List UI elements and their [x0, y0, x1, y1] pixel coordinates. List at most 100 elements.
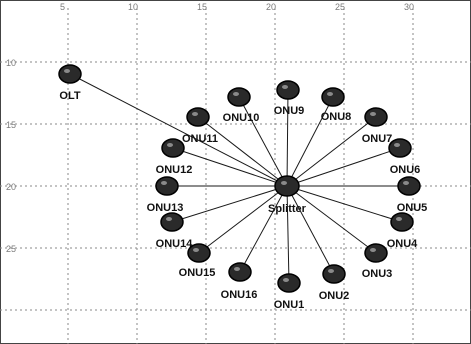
link-onu6-splitter: [286, 147, 401, 187]
onu-label: ONU14: [156, 238, 194, 250]
node-highlight: [161, 181, 167, 185]
link-onu2-splitter: [286, 185, 335, 275]
onu-label: ONU8: [321, 111, 352, 123]
node-highlight: [396, 217, 402, 221]
node-onu15[interactable]: ONU15: [179, 243, 216, 279]
ruler-top-tick: 20: [266, 2, 276, 12]
ruler-left-tick: 20: [6, 182, 16, 192]
node-onu9[interactable]: ONU9: [274, 80, 305, 117]
link-onu14-splitter: [171, 185, 288, 223]
node-highlight: [166, 217, 172, 221]
node-onu5[interactable]: ONU5: [397, 176, 428, 214]
onu-node-icon[interactable]: [321, 87, 345, 107]
node-highlight: [283, 278, 289, 282]
link-onu12-splitter: [172, 147, 288, 187]
onu-label: ONU4: [387, 238, 418, 250]
node-highlight: [281, 181, 287, 185]
node-onu7[interactable]: ONU7: [362, 107, 393, 145]
onu-label: ONU3: [362, 268, 393, 280]
node-splitter[interactable]: Splitter: [268, 175, 307, 215]
onu-label: ONU15: [179, 267, 216, 279]
nodes: OLT Splitter ONU1 ONU2 ONU3 ONU4 ONU5: [58, 64, 428, 311]
onu-node-icon[interactable]: [155, 176, 179, 196]
node-onu10[interactable]: ONU10: [223, 87, 260, 124]
onu-label: ONU7: [362, 133, 393, 145]
splitter-label: Splitter: [268, 203, 307, 215]
node-onu12[interactable]: ONU12: [156, 138, 193, 176]
onu-node-icon[interactable]: [160, 212, 184, 232]
onu-label: ONU5: [397, 202, 428, 214]
node-highlight: [403, 181, 409, 185]
node-highlight: [394, 143, 400, 147]
splitter-node-icon[interactable]: [274, 175, 300, 197]
onu-label: ONU1: [274, 299, 305, 311]
onu-label: ONU13: [147, 202, 184, 214]
onu-node-icon[interactable]: [276, 80, 300, 100]
ruler-top-tick: 30: [404, 2, 414, 12]
ruler-top-tick: 5: [60, 2, 65, 12]
onu-node-icon[interactable]: [186, 107, 210, 127]
onu-label: ONU10: [223, 112, 260, 124]
onu-label: ONU11: [182, 133, 218, 145]
link-onu1-splitter: [286, 185, 290, 284]
node-onu11[interactable]: ONU11: [182, 107, 218, 145]
node-onu13[interactable]: ONU13: [147, 176, 184, 214]
link-onu15-splitter: [198, 185, 288, 254]
onu-node-icon[interactable]: [277, 273, 301, 293]
node-onu14[interactable]: ONU14: [156, 212, 194, 250]
onu-node-icon[interactable]: [388, 138, 412, 158]
onu-label: ONU12: [156, 164, 193, 176]
node-highlight: [370, 112, 376, 116]
node-highlight: [328, 269, 334, 273]
node-highlight: [233, 92, 239, 96]
link-onu4-splitter: [286, 185, 403, 223]
link-onu7-splitter: [286, 116, 377, 187]
onu-node-icon[interactable]: [390, 212, 414, 232]
link-onu11-splitter: [197, 116, 288, 187]
onu-node-icon[interactable]: [227, 87, 251, 107]
onu-label: ONU2: [319, 290, 350, 302]
onu-node-icon[interactable]: [228, 262, 252, 282]
node-onu16[interactable]: ONU16: [221, 262, 258, 301]
node-onu6[interactable]: ONU6: [388, 138, 421, 176]
olt-node-icon[interactable]: [58, 64, 82, 84]
node-highlight: [327, 92, 333, 96]
node-onu3[interactable]: ONU3: [362, 243, 393, 280]
ruler-left-tick: 15: [6, 120, 16, 130]
ruler-top-tick: 25: [335, 2, 345, 12]
node-highlight: [370, 248, 376, 252]
node-highlight: [282, 85, 288, 89]
onu-label: ONU6: [390, 164, 421, 176]
top-ruler: 5 10 15 20 25 30: [60, 2, 414, 12]
node-highlight: [234, 267, 240, 271]
links: [69, 73, 409, 284]
node-onu2[interactable]: ONU2: [319, 264, 350, 302]
link-onu3-splitter: [286, 185, 377, 254]
node-onu1[interactable]: ONU1: [274, 273, 305, 311]
left-ruler: 10 15 20 25: [6, 58, 16, 254]
node-highlight: [193, 248, 199, 252]
node-onu4[interactable]: ONU4: [387, 212, 418, 250]
node-olt[interactable]: OLT: [58, 64, 82, 102]
olt-label: OLT: [59, 90, 80, 102]
link-onu8-splitter: [286, 96, 334, 187]
node-highlight: [64, 69, 70, 73]
onu-label: ONU16: [221, 289, 258, 301]
onu-node-icon[interactable]: [364, 107, 388, 127]
onu-node-icon[interactable]: [364, 243, 388, 263]
onu-node-icon[interactable]: [322, 264, 346, 284]
onu-node-icon[interactable]: [397, 176, 421, 196]
ruler-left-tick: 10: [6, 58, 16, 68]
onu-node-icon[interactable]: [161, 138, 185, 158]
ruler-left-tick: 25: [6, 244, 16, 254]
link-onu16-splitter: [239, 185, 288, 273]
link-olt-splitter: [69, 73, 288, 187]
ruler-top-tick: 15: [197, 2, 207, 12]
node-onu8[interactable]: ONU8: [321, 87, 352, 123]
onu-node-icon[interactable]: [187, 243, 211, 263]
node-highlight: [192, 112, 198, 116]
node-highlight: [167, 143, 173, 147]
